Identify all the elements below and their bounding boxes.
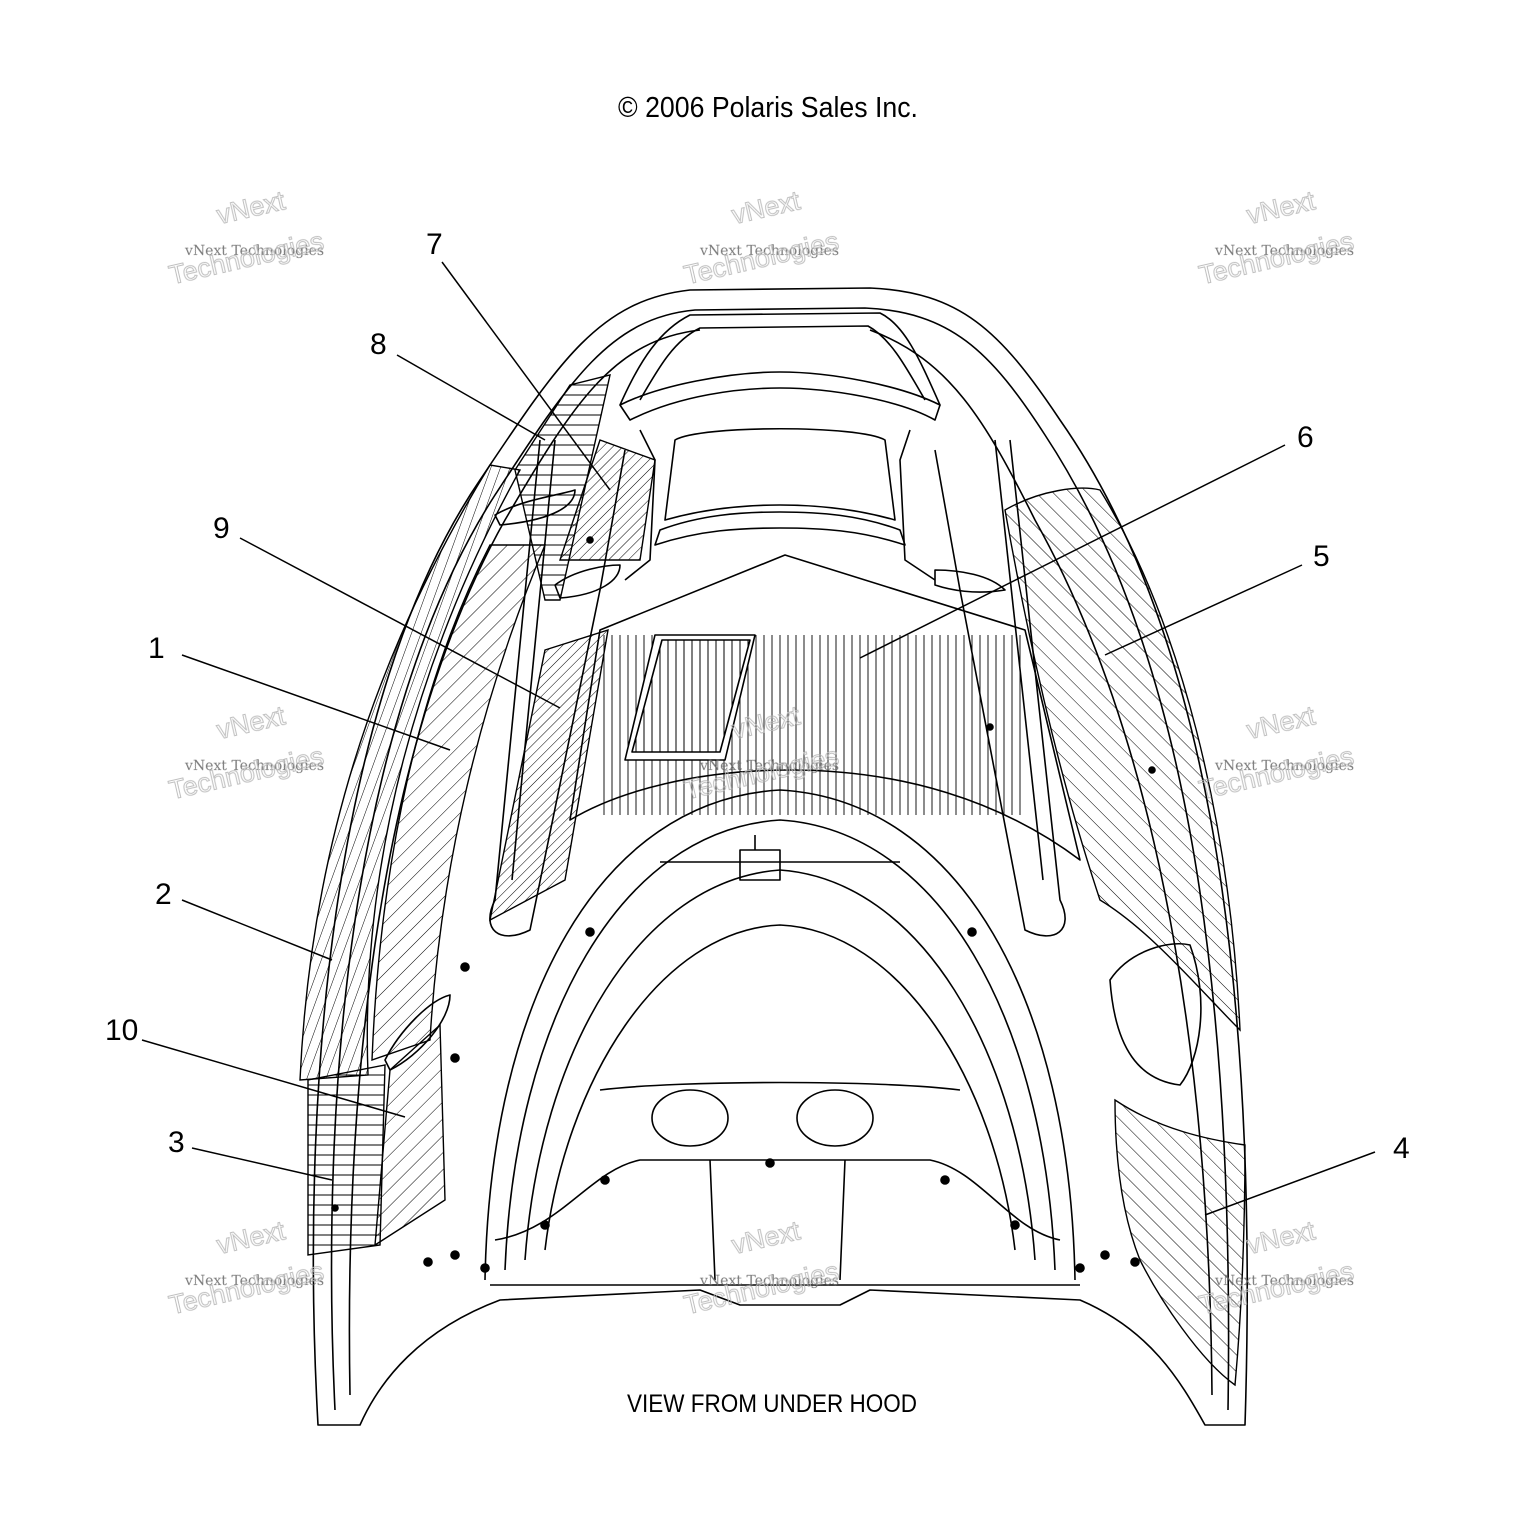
callout-label-5: 5 <box>1313 540 1330 573</box>
leader-line-3 <box>191 1147 333 1181</box>
callout-label-4: 4 <box>1393 1132 1410 1165</box>
watermark: vNext vNext Technologies Technologies <box>166 1215 327 1321</box>
leader-line-7 <box>441 261 611 491</box>
svg-text:vNext: vNext <box>214 1215 288 1260</box>
callout-label-6: 6 <box>1297 421 1314 454</box>
leader-line-2 <box>181 899 333 961</box>
svg-text:Technologies: Technologies <box>166 741 326 806</box>
windshield-recess <box>619 312 941 406</box>
svg-text:Technologies: Technologies <box>1196 741 1356 806</box>
callout-label-9: 9 <box>213 512 230 545</box>
svg-text:vNext Technologies: vNext Technologies <box>699 1273 839 1289</box>
svg-text:vNext Technologies: vNext Technologies <box>184 758 324 774</box>
svg-text:vNext Technologies: vNext Technologies <box>184 243 324 259</box>
decal-region-9 <box>489 628 609 922</box>
watermark: vNext vNext Technologies Technologies <box>166 700 327 806</box>
leader-line-10 <box>141 1039 406 1118</box>
watermark: vNext vNext Technologies Technologies <box>166 185 327 291</box>
headlight-left <box>651 1089 729 1147</box>
svg-text:vNext: vNext <box>1244 185 1318 230</box>
callout-label-3: 3 <box>168 1126 185 1159</box>
headlight-right <box>796 1089 874 1147</box>
svg-text:vNext: vNext <box>729 1215 803 1260</box>
callout-label-7: 7 <box>426 228 443 261</box>
leader-line-9 <box>239 537 561 709</box>
svg-text:vNext Technologies: vNext Technologies <box>1214 1273 1354 1289</box>
svg-text:vNext: vNext <box>729 185 803 230</box>
svg-text:vNext: vNext <box>214 185 288 230</box>
decal-region-4 <box>1114 1098 1246 1387</box>
svg-text:vNext: vNext <box>1244 1215 1318 1260</box>
decal-region-7 <box>559 439 656 561</box>
leader-line-4 <box>1204 1151 1376 1216</box>
svg-text:vNext: vNext <box>1244 700 1318 745</box>
svg-text:vNext Technologies: vNext Technologies <box>699 243 839 259</box>
svg-text:Technologies: Technologies <box>1196 226 1356 291</box>
vent-opening <box>664 428 896 521</box>
leader-line-8 <box>396 354 546 441</box>
callout-label-1: 1 <box>148 632 165 665</box>
copyright-text: © 2006 Polaris Sales Inc. <box>618 92 918 124</box>
watermark: vNext vNext Technologies Technologies <box>1196 185 1357 291</box>
svg-text:vNext Technologies: vNext Technologies <box>1214 243 1354 259</box>
watermark: vNext vNext Technologies Technologies <box>681 185 842 291</box>
decal-region-1 <box>371 544 547 1061</box>
svg-text:vNext: vNext <box>214 700 288 745</box>
callout-label-2: 2 <box>155 878 172 911</box>
leader-line-5 <box>1104 564 1303 656</box>
svg-text:Technologies: Technologies <box>681 1256 841 1321</box>
decal-region-3 <box>307 1064 386 1256</box>
view-caption: VIEW FROM UNDER HOOD <box>627 1390 917 1418</box>
callout-label-8: 8 <box>370 328 387 361</box>
engine-arch <box>484 789 1076 1281</box>
svg-text:Technologies: Technologies <box>681 226 841 291</box>
watermark: vNext vNext Technologies Technologies <box>681 1215 842 1321</box>
svg-text:vNext Technologies: vNext Technologies <box>699 758 839 774</box>
leader-line-1 <box>181 654 451 751</box>
svg-text:Technologies: Technologies <box>166 1256 326 1321</box>
leader-line-6 <box>859 444 1286 659</box>
callout-label-10: 10 <box>105 1014 138 1047</box>
decal-region-5 <box>1004 487 1241 1032</box>
svg-text:vNext Technologies: vNext Technologies <box>1214 758 1354 774</box>
svg-text:Technologies: Technologies <box>166 226 326 291</box>
decal-region-10 <box>374 1023 446 1247</box>
watermark: vNext vNext Technologies Technologies <box>1196 700 1357 806</box>
svg-text:vNext Technologies: vNext Technologies <box>184 1273 324 1289</box>
